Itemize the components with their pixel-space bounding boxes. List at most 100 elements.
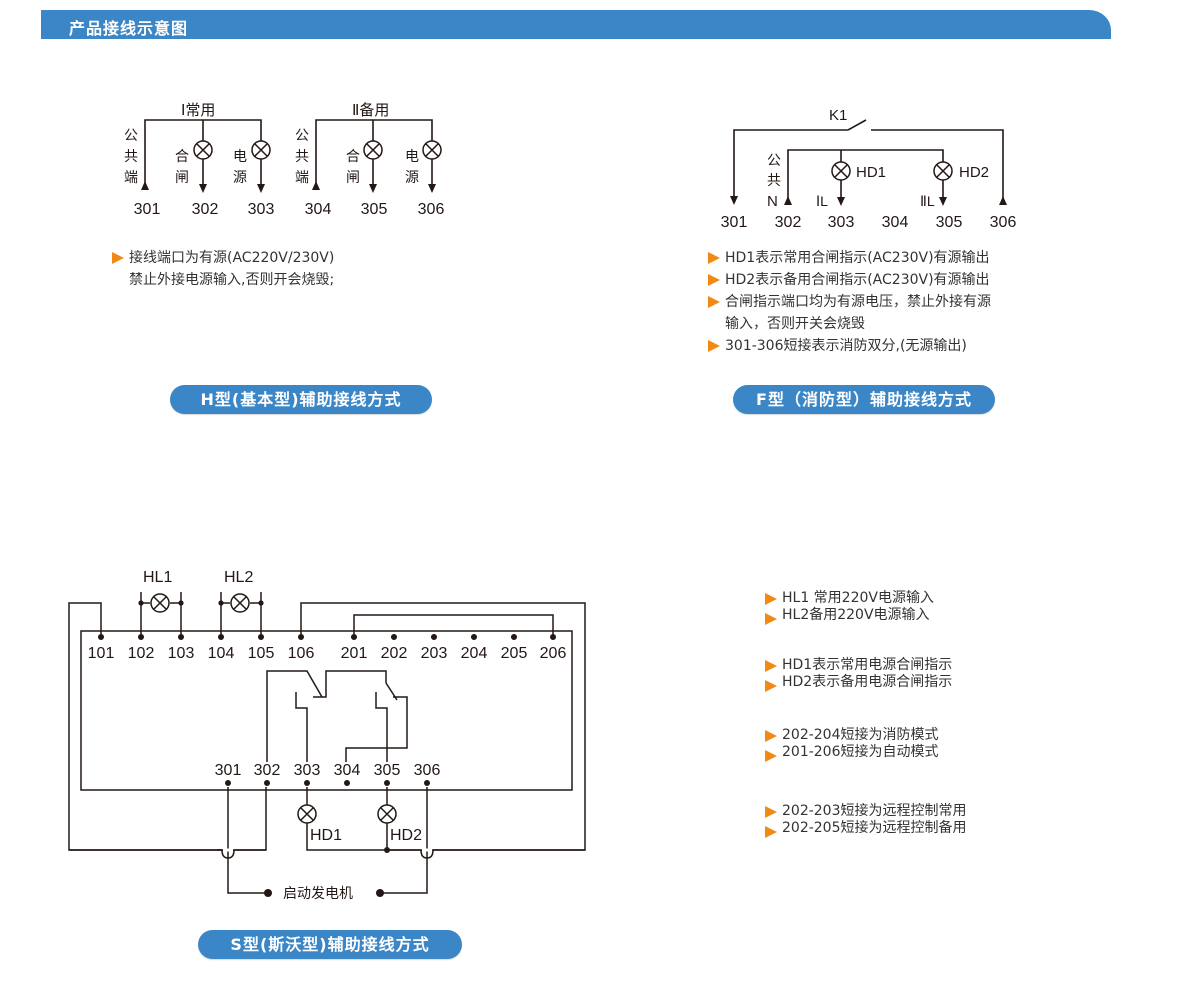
note-item: HD1表示常用电源合闸指示 (765, 657, 952, 674)
s-type-diagram: HL1 HL2 101 102 103 104 105 106 201 202 … (68, 569, 586, 902)
bullet-triangle-icon (708, 252, 720, 264)
s-type-notes-3: 202-204短接为消防模式 201-206短接为自动模式 (765, 727, 939, 762)
power-label-1: 电 (405, 149, 419, 165)
note-item: HL2备用220V电源输入 (765, 607, 934, 625)
terminal-label: 101 (88, 645, 115, 662)
bullet-triangle-icon (708, 274, 720, 286)
common-label-3: 端 (124, 170, 138, 186)
lamp-hl1-icon (150, 593, 170, 613)
s-type-notes-4: 202-203短接为远程控制常用 202-205短接为远程控制备用 (765, 803, 967, 838)
terminal-label: 302 (775, 214, 802, 231)
terminal-label: 202 (381, 645, 408, 662)
section-header-bar: 产品接线示意图 (41, 10, 1111, 39)
lamp-hd1-label: HD1 (856, 164, 886, 181)
line-2-label: ⅡL (920, 193, 935, 209)
h-type-notes: 接线端口为有源(AC220V/230V) 禁止外接电源输入,否则开会烧毁; (112, 247, 334, 291)
lamp-icon (933, 161, 953, 181)
terminal-label: 306 (418, 201, 445, 218)
terminal-label: 201 (341, 645, 368, 662)
note-item: HD1表示常用合闸指示(AC230V)有源输出 (708, 247, 991, 269)
close-label-2: 闸 (346, 170, 360, 186)
common-label-2: 共 (767, 173, 781, 189)
terminal-label: 206 (540, 645, 567, 662)
terminal-label: 304 (305, 201, 332, 218)
note-item: 接线端口为有源(AC220V/230V) (112, 247, 334, 269)
line-1-label: ⅠL (816, 193, 828, 209)
terminal-label: 104 (208, 645, 235, 662)
f-type-caption: F型（消防型）辅助接线方式 (733, 385, 995, 414)
group1-label: Ⅰ常用 (181, 101, 215, 119)
common-label-1: 公 (295, 128, 309, 144)
note-item: HD2表示备用合闸指示(AC230V)有源输出 (708, 269, 991, 291)
arrow-down-icon (428, 184, 436, 193)
group2-label: Ⅱ备用 (352, 101, 389, 119)
arrow-up-icon (141, 181, 149, 190)
terminal-label: 305 (361, 201, 388, 218)
terminal-label: 204 (461, 645, 488, 662)
lamp-hd1-icon (297, 804, 317, 824)
terminal-label: 306 (990, 214, 1017, 231)
bullet-triangle-icon (765, 660, 777, 672)
note-item: 301-306短接表示消防双分,(无源输出) (708, 335, 991, 357)
terminal-label: 102 (128, 645, 155, 662)
terminal-label: 203 (421, 645, 448, 662)
terminal-label: 302 (254, 762, 281, 779)
lamp-hl1-label: HL1 (143, 569, 172, 586)
h-type-caption: H型(基本型)辅助接线方式 (170, 385, 432, 414)
arrow-down-icon (837, 197, 845, 206)
bullet-triangle-icon (112, 252, 124, 264)
controller-box (80, 630, 573, 791)
common-label-1: 公 (124, 128, 138, 144)
note-item: 合闸指示端口均为有源电压，禁止外接有源 (708, 291, 991, 313)
power-label-1: 电 (233, 149, 247, 165)
f-type-diagram: K1 公 共 N HD1 HD2 ⅠL ⅡL 301 302 303 304 3… (721, 107, 1017, 231)
s-type-notes-1: HL1 常用220V电源输入 HL2备用220V电源输入 (765, 590, 934, 625)
s-type-notes-2: HD1表示常用电源合闸指示 HD2表示备用电源合闸指示 (765, 657, 952, 692)
bullet-triangle-icon (765, 613, 777, 625)
terminal-label: 205 (501, 645, 528, 662)
arrow-down-icon (257, 184, 265, 193)
s-type-caption: S型(斯沃型)辅助接线方式 (198, 930, 462, 959)
lamp-hl2-icon (230, 593, 250, 613)
h-type-diagram: Ⅰ常用 Ⅱ备用 公 共 端 合 闸 电 源 公 共 端 合 闸 电 源 301 … (124, 101, 445, 218)
note-item: 202-203短接为远程控制常用 (765, 803, 967, 820)
lamp-hd1-label: HD1 (310, 827, 342, 844)
lamp-hd2-label: HD2 (390, 827, 422, 844)
terminal-dots (98, 600, 556, 897)
note-item: 禁止外接电源输入,否则开会烧毁; (129, 272, 335, 288)
common-label-2: 共 (295, 149, 309, 165)
arrow-up-icon (999, 196, 1007, 205)
terminal-label: 303 (294, 762, 321, 779)
switch-k1-label: K1 (829, 107, 847, 124)
note-item: 输入，否则开关会烧毁 (725, 316, 865, 332)
note-item: HL1 常用220V电源输入 (765, 590, 934, 607)
terminal-label: 103 (168, 645, 195, 662)
arrow-down-icon (939, 197, 947, 206)
terminal-label: 301 (134, 201, 161, 218)
close-label-1: 合 (346, 149, 360, 165)
lamp-icon (363, 140, 383, 160)
arrow-down-icon (369, 184, 377, 193)
close-label-2: 闸 (175, 170, 189, 186)
bullet-triangle-icon (765, 730, 777, 742)
lamp-icon (422, 140, 442, 160)
lamp-hd2-icon (377, 804, 397, 824)
power-label-2: 源 (233, 170, 247, 186)
terminal-label: 301 (721, 214, 748, 231)
terminal-label: 302 (192, 201, 219, 218)
section-title: 产品接线示意图 (69, 19, 189, 38)
arrow-down-icon (199, 184, 207, 193)
note-item: 202-204短接为消防模式 (765, 727, 939, 744)
terminal-label: 304 (334, 762, 361, 779)
terminal-label: 303 (828, 214, 855, 231)
terminal-label: 105 (248, 645, 275, 662)
terminal-label: 303 (248, 201, 275, 218)
note-item: 201-206短接为自动模式 (765, 744, 939, 762)
terminal-label: 305 (936, 214, 963, 231)
lamp-hl2-label: HL2 (224, 569, 253, 586)
arrow-down-icon (730, 196, 738, 205)
note-item: HD2表示备用电源合闸指示 (765, 674, 952, 692)
lamp-icon (193, 140, 213, 160)
bullet-triangle-icon (765, 750, 777, 762)
common-label-1: 公 (767, 153, 781, 169)
